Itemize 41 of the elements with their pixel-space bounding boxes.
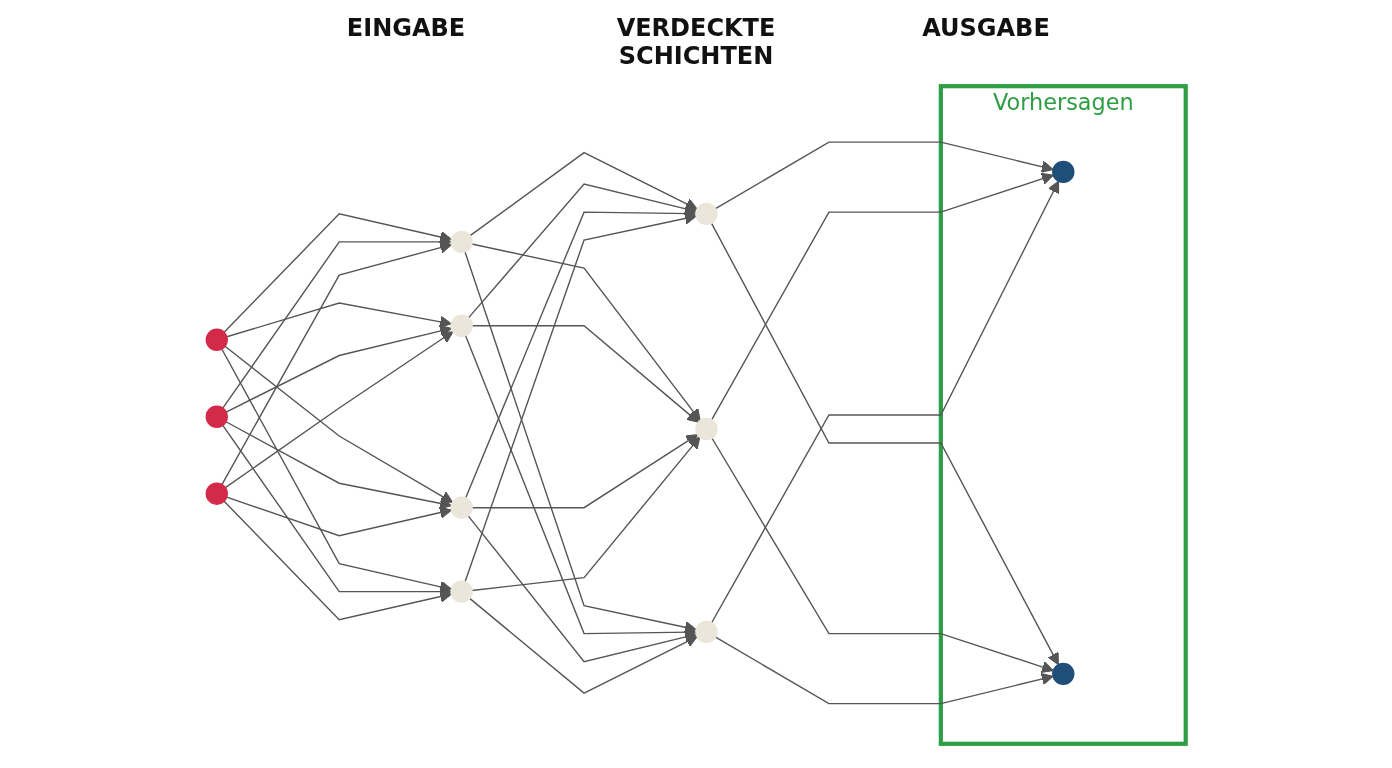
arrow <box>471 436 701 592</box>
node-circle <box>695 620 718 644</box>
arrow <box>224 345 454 503</box>
arrow <box>469 151 698 237</box>
node-circle <box>450 496 473 519</box>
layer-heading: AUSGABE <box>921 14 1051 44</box>
arrow <box>221 348 452 593</box>
arrow <box>224 331 454 489</box>
arrow <box>464 251 697 634</box>
arrow <box>225 324 452 413</box>
arrow <box>471 243 701 422</box>
node-circle <box>205 328 228 351</box>
arrow <box>225 421 452 510</box>
layer-heading: VERDECKTE SCHICHTEN <box>615 14 777 70</box>
arrow <box>467 183 697 319</box>
arrow <box>714 636 1054 705</box>
node-circle <box>695 202 718 226</box>
arrow <box>710 172 1054 421</box>
layer-heading: EINGABE <box>345 14 467 44</box>
arrow <box>464 212 697 583</box>
arrow <box>222 235 452 409</box>
arrow <box>467 515 697 663</box>
arrow <box>226 302 452 338</box>
arrow <box>711 437 1054 673</box>
arrow <box>223 500 452 621</box>
node-circle <box>450 314 473 337</box>
node-circle <box>450 230 473 254</box>
node-circle <box>1052 160 1075 184</box>
node-circle <box>205 405 228 428</box>
arrow <box>469 597 698 694</box>
arrow <box>710 222 1059 666</box>
arrow <box>223 213 452 333</box>
arrow <box>714 141 1054 210</box>
node-circle <box>205 482 228 505</box>
node-circle <box>695 417 718 441</box>
arrow <box>226 496 452 537</box>
arrow <box>221 241 453 486</box>
arrow <box>710 180 1060 624</box>
node-circle <box>1052 662 1075 686</box>
node-circle <box>450 580 473 603</box>
cluster: Vorhersagen <box>938 84 1188 746</box>
